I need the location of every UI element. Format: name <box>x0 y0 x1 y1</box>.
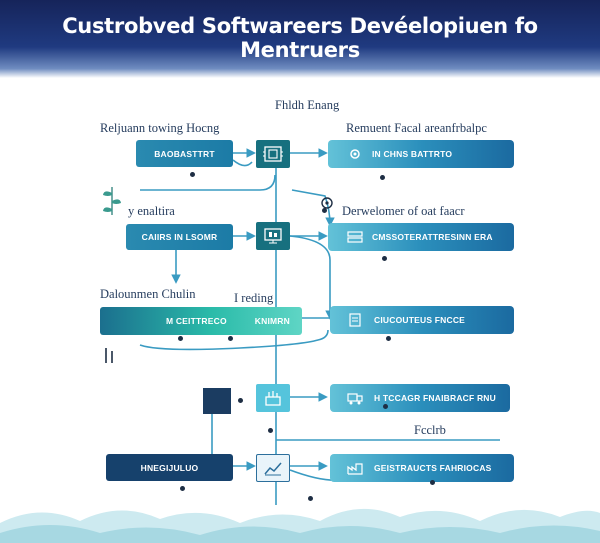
curve-l1 <box>232 159 253 167</box>
dot <box>382 256 387 261</box>
box-right-1: IN CHNS BATTRTO <box>328 140 514 168</box>
box-left-3-text-a: M CEITTRECO <box>166 316 227 326</box>
hub-monitor <box>256 222 290 250</box>
hub-chart <box>256 454 290 482</box>
box-right-3: CIUCOUTEUS FNCCE <box>330 306 514 334</box>
dot <box>178 336 183 341</box>
box-left-5: HNEGIJULUO <box>106 454 233 481</box>
truck-icon <box>346 391 364 405</box>
document-icon <box>346 313 364 327</box>
box-left-3-text-b: KNIMRN <box>254 316 290 326</box>
box-right-2: CMSSOTERATTRESINN ERA <box>328 223 514 251</box>
label-left-2: y enaltira <box>128 204 175 218</box>
dot <box>383 404 388 409</box>
circuit-icon <box>263 146 283 162</box>
decorative-wave <box>0 508 600 543</box>
hub-circuit <box>256 140 290 168</box>
dot <box>308 496 313 501</box>
dot <box>180 486 185 491</box>
header-banner <box>0 0 600 78</box>
box-right-4-text: H TCCAGR FNAIBRACF RNU <box>374 393 496 403</box>
hub-tools <box>256 384 290 412</box>
label-right-1: Remuent Facal areanfrbalpc <box>346 121 487 135</box>
box-right-4: H TCCAGR FNAIBRACF RNU <box>330 384 510 412</box>
server-icon <box>346 230 364 244</box>
tools-icon <box>265 391 281 406</box>
marker-square <box>203 388 231 414</box>
monitor-icon <box>264 228 282 244</box>
box-left-3: M CEITTRECO KNIMRN <box>100 307 302 335</box>
box-right-5-text: GEISTRAUCTS FAHRIOCAS <box>374 463 492 473</box>
dot <box>238 398 243 403</box>
label-left-1: Reljuann towing Hocng <box>100 121 220 135</box>
dot <box>380 175 385 180</box>
label-center-3: I reding <box>234 291 274 305</box>
dot <box>228 336 233 341</box>
curve-row3 <box>139 329 329 351</box>
box-left-1: BAOBASTTRT <box>136 140 233 167</box>
leaf-icon <box>105 348 113 363</box>
label-right-5: Fcclrb <box>414 423 446 437</box>
loop-row2 <box>140 174 276 191</box>
box-right-1-text: IN CHNS BATTRTO <box>372 149 453 159</box>
label-left-3: Dalounmen Chulin <box>100 287 196 301</box>
box-right-2-text: CMSSOTERATTRESINN ERA <box>372 232 493 242</box>
dot <box>386 336 391 341</box>
dot <box>430 480 435 485</box>
box-right-3-text: CIUCOUTEUS FNCCE <box>374 315 466 325</box>
dot <box>190 172 195 177</box>
label-right-2: Derwelomer of oat faacr <box>342 204 465 218</box>
gear-icon <box>321 197 333 209</box>
factory-icon <box>346 461 364 475</box>
box-right-5: GEISTRAUCTS FAHRIOCAS <box>330 454 514 482</box>
label-center-top: Fhldh Enang <box>275 98 340 112</box>
chart-icon <box>264 462 282 476</box>
gear-icon <box>346 147 364 161</box>
curve-r3 <box>289 235 331 300</box>
box-left-2: CAIIRS IN LSOMR <box>126 224 233 250</box>
dot <box>268 428 273 433</box>
leaf-icon <box>103 187 121 215</box>
page-title: Custrobved Softwareers Devéelopiuen fo M… <box>62 14 538 62</box>
dot <box>322 208 327 213</box>
